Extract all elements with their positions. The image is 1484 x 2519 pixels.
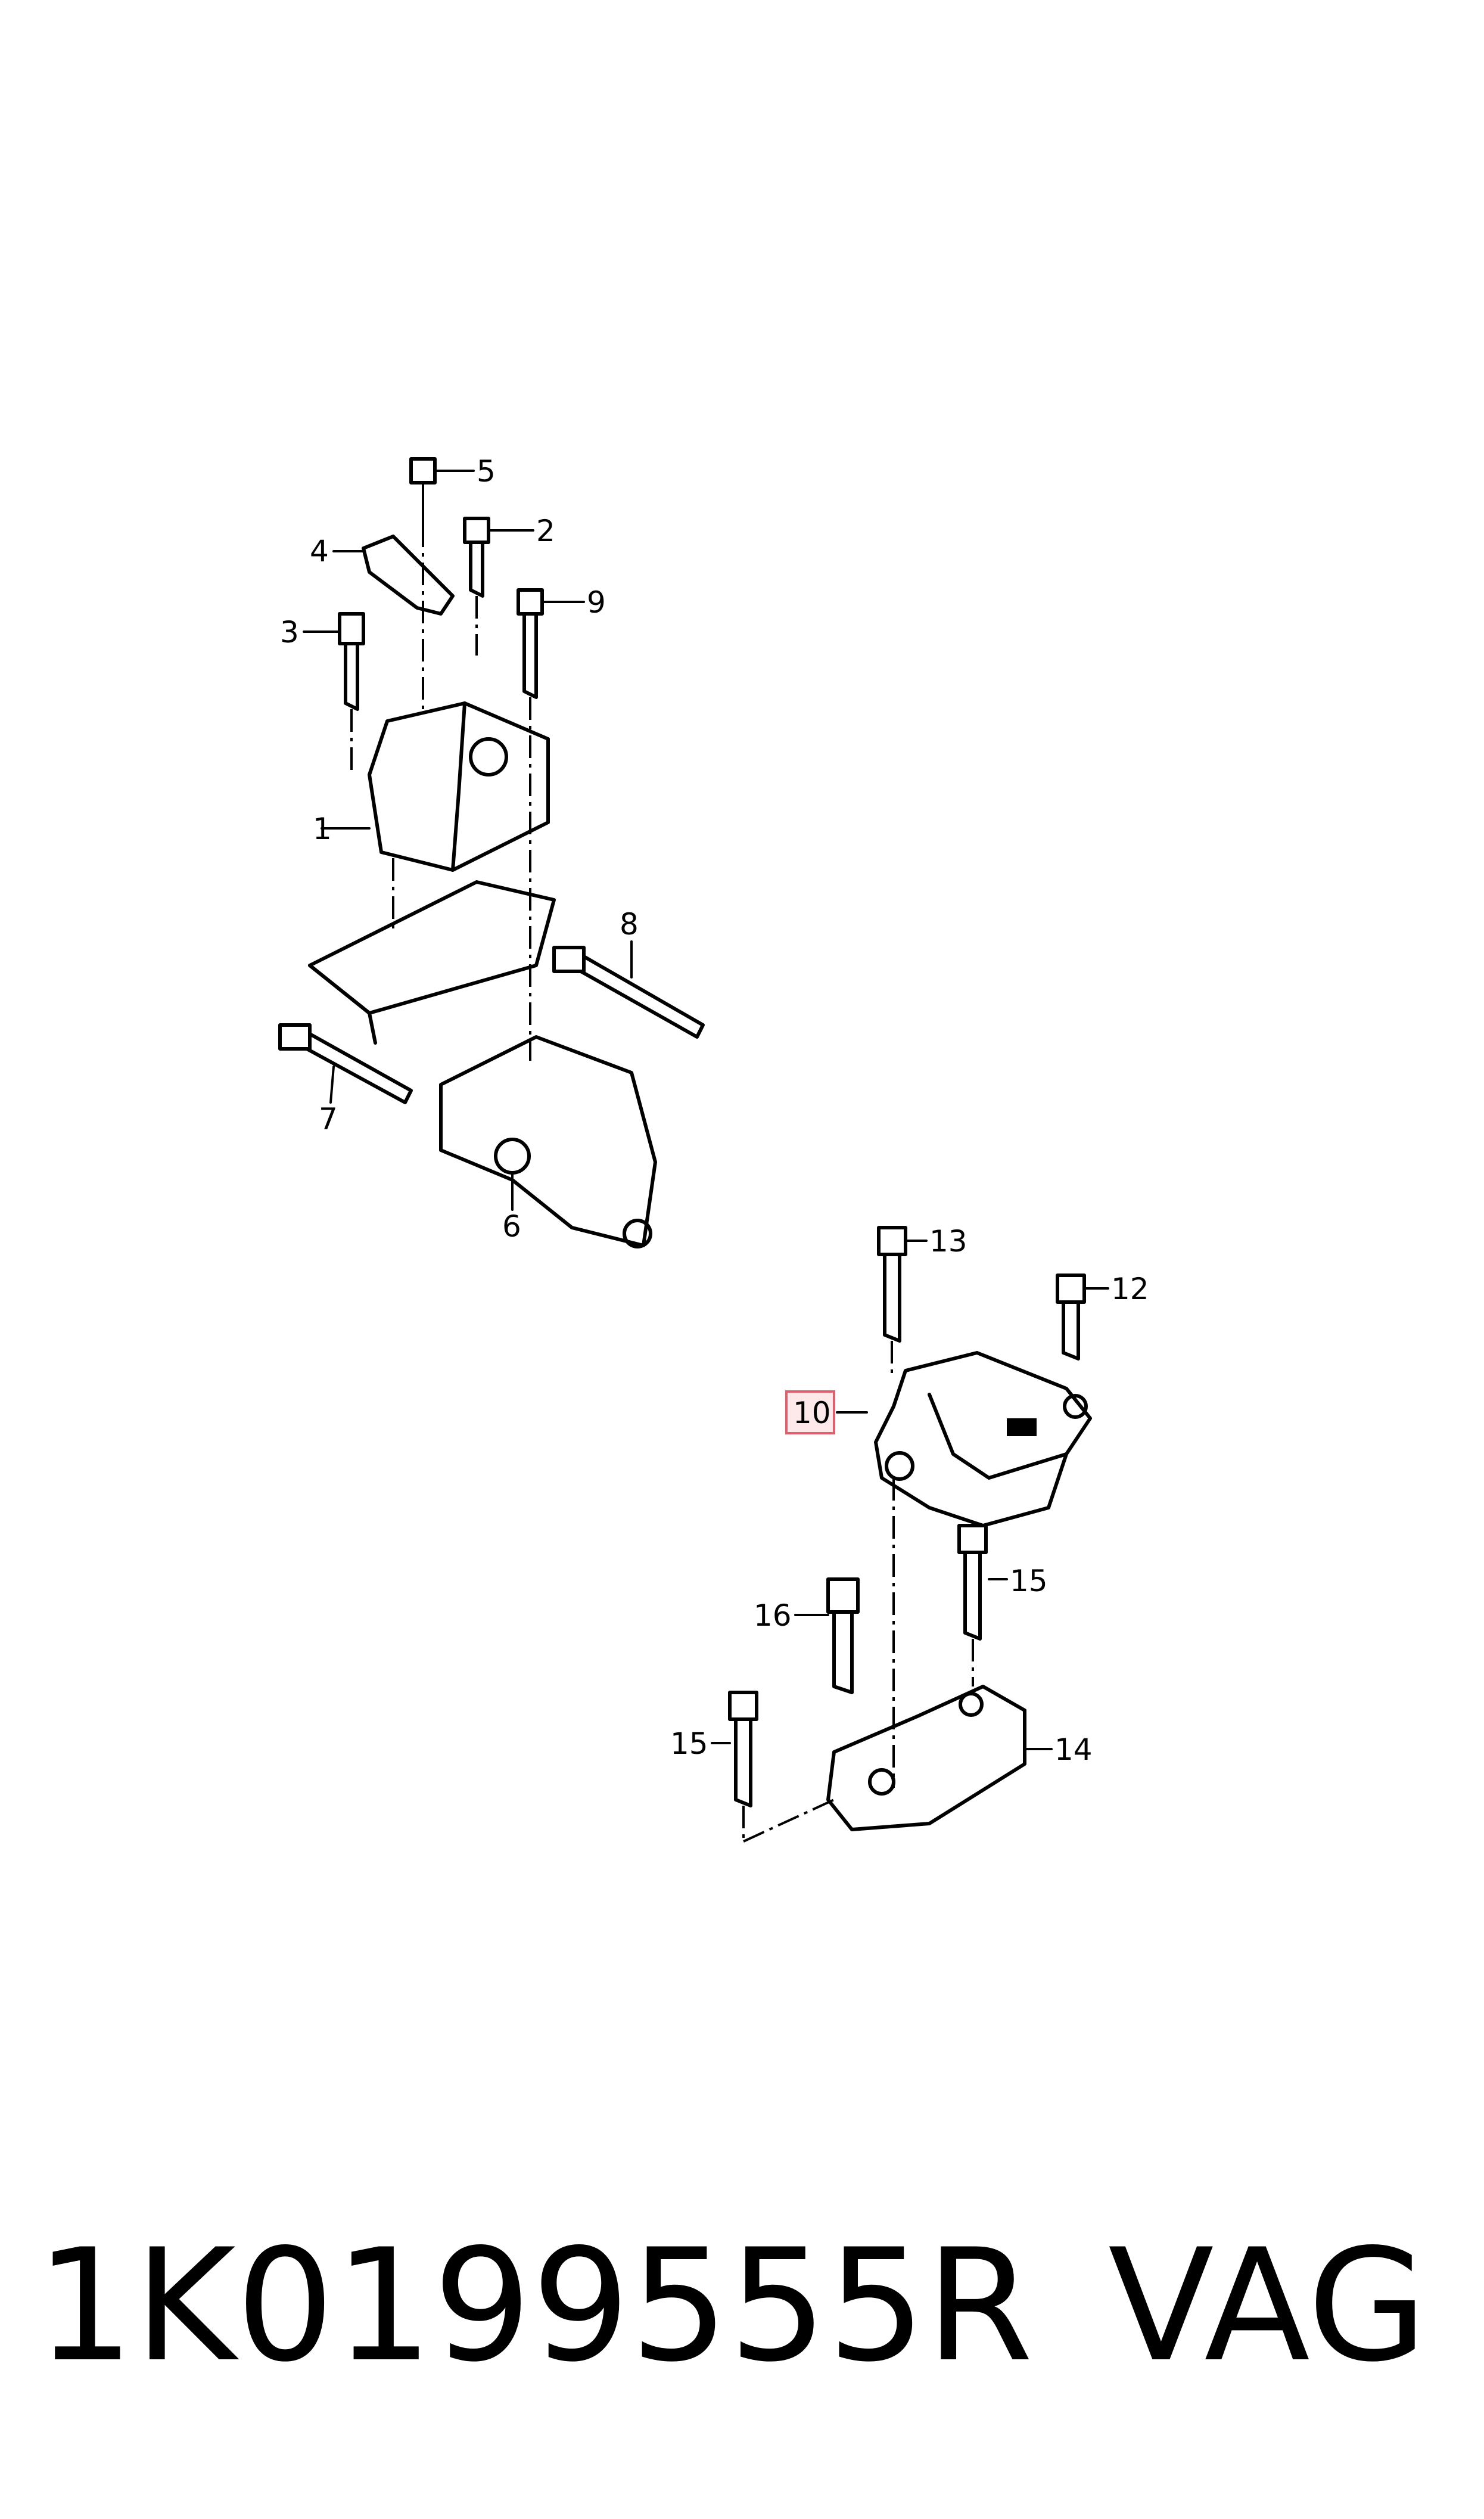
upper-assembly [278,457,705,1248]
bracket-6 [439,1035,657,1248]
callout-5[interactable]: 5 [477,454,496,489]
callout-15-left[interactable]: 15 [670,1726,708,1761]
callout-15-right[interactable]: 15 [1010,1564,1048,1598]
callout-6[interactable]: 6 [502,1209,521,1244]
bracket-4 [332,535,455,616]
callout-2[interactable]: 2 [536,514,555,548]
gearbox-mount-10 [836,1351,1092,1527]
callout-7[interactable]: 7 [319,1102,338,1136]
footer: 1K0199555R VAG [36,2217,1466,2396]
callout-4[interactable]: 4 [310,534,329,569]
bolt-7 [278,1023,413,1104]
callout-labels: 5 2 4 9 3 1 8 7 6 13 12 10 15 16 15 14 [280,454,1149,1767]
brand-name: VAG [1108,2216,1427,2396]
bolt-15-left [711,1691,758,1807]
bolt-13 [877,1226,928,1343]
bolt-2 [463,517,534,598]
callout-10[interactable]: 10 [793,1396,831,1430]
carrier-14 [826,1685,1053,1831]
callout-3[interactable]: 3 [280,615,299,650]
highlight-box-10 [785,1390,835,1434]
callout-16[interactable]: 16 [754,1598,792,1633]
bolt-3 [303,612,365,711]
callout-13[interactable]: 13 [929,1224,967,1259]
bolt-9 [517,588,585,699]
callout-9[interactable]: 9 [587,585,606,620]
part-number: 1K0199555R [36,2216,1034,2396]
bolt-15-right [957,1524,1008,1641]
callout-14[interactable]: 14 [1054,1732,1093,1767]
chassis-rail [308,880,556,1045]
bolt-8 [552,940,705,1039]
bolt-16 [794,1577,860,1694]
bolt-5 [409,457,475,526]
bolt-12 [1056,1274,1109,1361]
callout-8[interactable]: 8 [620,907,639,942]
engine-mount-1 [321,701,550,872]
callout-1[interactable]: 1 [313,812,332,846]
callout-12[interactable]: 12 [1111,1272,1149,1306]
lower-assembly [711,1226,1109,1843]
